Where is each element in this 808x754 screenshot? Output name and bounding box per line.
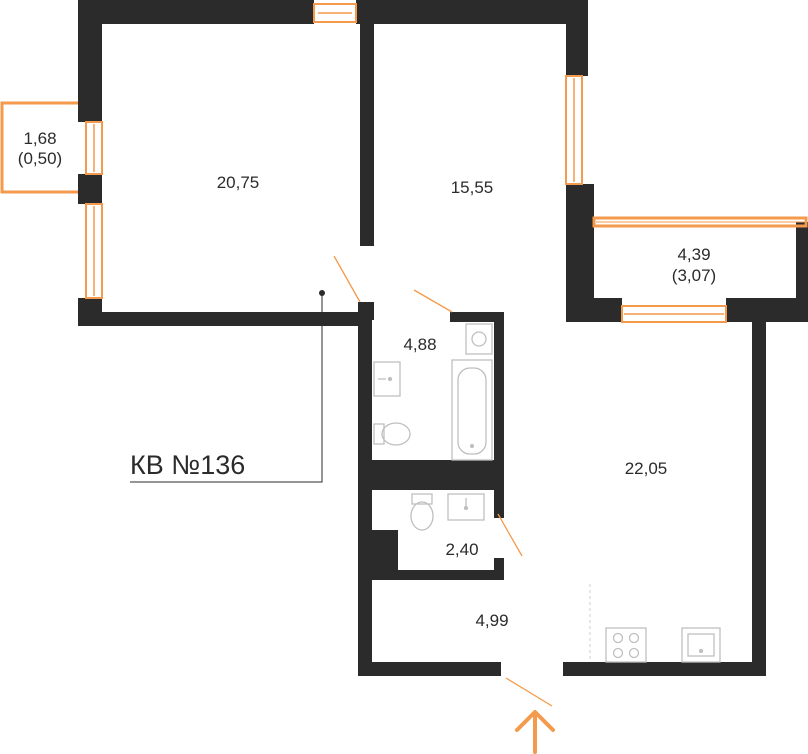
wall-toilet-bottom: [358, 570, 504, 580]
wall-top-right: [356, 0, 588, 24]
apartment-label: КВ №136: [130, 450, 245, 480]
window-mullions: [93, 12, 724, 315]
wall-toilet-right-lower: [494, 558, 504, 580]
arrow-up-icon: [515, 710, 555, 754]
stove-icon: [605, 627, 647, 663]
wall-kitchen-right: [752, 298, 766, 676]
apartment-leader: [130, 290, 325, 483]
wall-top-left: [78, 0, 314, 24]
fixtures: [373, 323, 721, 663]
toilet-room-sink-icon: [447, 493, 485, 521]
doors: [333, 255, 553, 707]
sink-icon: [373, 361, 401, 397]
kitchen-sink-icon: [681, 627, 721, 663]
walls: [78, 0, 808, 676]
toilet-room-toilet-icon: [410, 493, 434, 531]
wall-bottom-right: [563, 662, 766, 676]
balcony-reduced-area: (3,07): [672, 266, 716, 285]
wall-room1-bottom: [78, 312, 360, 326]
hall-area: 4,99: [475, 611, 508, 630]
toilet-area: 2,40: [445, 540, 478, 559]
balcony-wall-right: [796, 222, 808, 322]
wall-right-upper: [566, 0, 588, 76]
wall-bath-bottom: [358, 460, 504, 490]
wall-bath-right: [494, 312, 504, 470]
wall-left-mid: [78, 174, 102, 204]
windows: [85, 3, 727, 323]
door-room1: [333, 255, 361, 303]
toilet-icon: [373, 422, 411, 446]
balcony-glazing: [592, 216, 808, 228]
loggia-reduced-area: (0,50): [18, 149, 62, 168]
balcony-wall-bottom-right: [726, 298, 808, 322]
kitchen-area: 22,05: [625, 459, 668, 478]
door-toilet: [497, 513, 523, 557]
balcony-wall-bottom-left: [566, 298, 622, 322]
door-entrance: [505, 677, 553, 707]
shaft: [372, 530, 398, 574]
room-1-area: 20,75: [217, 173, 260, 192]
wall-toilet-right-upper: [494, 488, 504, 518]
balcony-area: 4,39: [677, 245, 710, 264]
outdoor: [0, 101, 808, 228]
wall-partition-r1-r2: [360, 0, 374, 246]
wall-bath-top-right: [450, 312, 504, 322]
wall-bath-top-left: [358, 302, 374, 320]
wall-left-upper: [78, 0, 102, 122]
door-bathroom: [413, 289, 453, 313]
bathtub-icon: [451, 359, 493, 461]
bathroom-area: 4,88: [403, 335, 436, 354]
room-2-area: 15,55: [451, 178, 494, 197]
washing-machine-icon: [465, 323, 493, 355]
loggia-outline: [0, 101, 78, 194]
loggia-area: 1,68: [23, 129, 56, 148]
wall-bottom-left: [358, 662, 501, 676]
